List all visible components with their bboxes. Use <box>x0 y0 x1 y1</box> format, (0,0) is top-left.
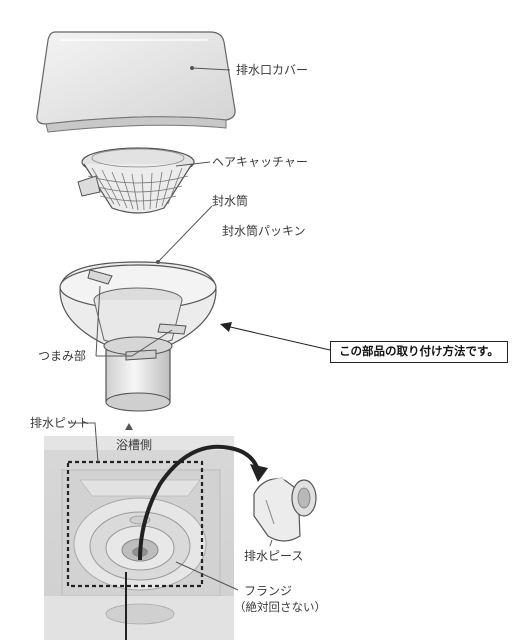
callout-text: この部品の取り付け方法です。 <box>339 344 499 358</box>
drain-pit-label: 排水ピット <box>30 416 91 430</box>
tub-side-label: 浴槽側 <box>116 438 153 452</box>
sealing-tube-packing-label: 封水筒パッキン <box>222 224 306 238</box>
drain-piece <box>253 477 317 542</box>
sealing-tube-label: 封水筒 <box>212 194 249 208</box>
callout-box: この部品の取り付け方法です。 <box>330 341 508 363</box>
drain-cover-label: 排水口カバー <box>236 63 309 77</box>
knob-label: つまみ部 <box>38 349 87 363</box>
hair-catcher <box>77 147 195 214</box>
hair-catcher-label: ヘアキャッチャー <box>212 155 308 169</box>
flange-note-label: （絶対回さない） <box>234 600 326 614</box>
drain-cover <box>36 31 236 133</box>
tub-side-marker <box>125 423 133 430</box>
drain-pit <box>44 436 234 640</box>
flange-label: フランジ <box>244 584 293 598</box>
sealing-tube <box>59 261 217 412</box>
drain-piece-label: 排水ピース <box>244 549 304 563</box>
